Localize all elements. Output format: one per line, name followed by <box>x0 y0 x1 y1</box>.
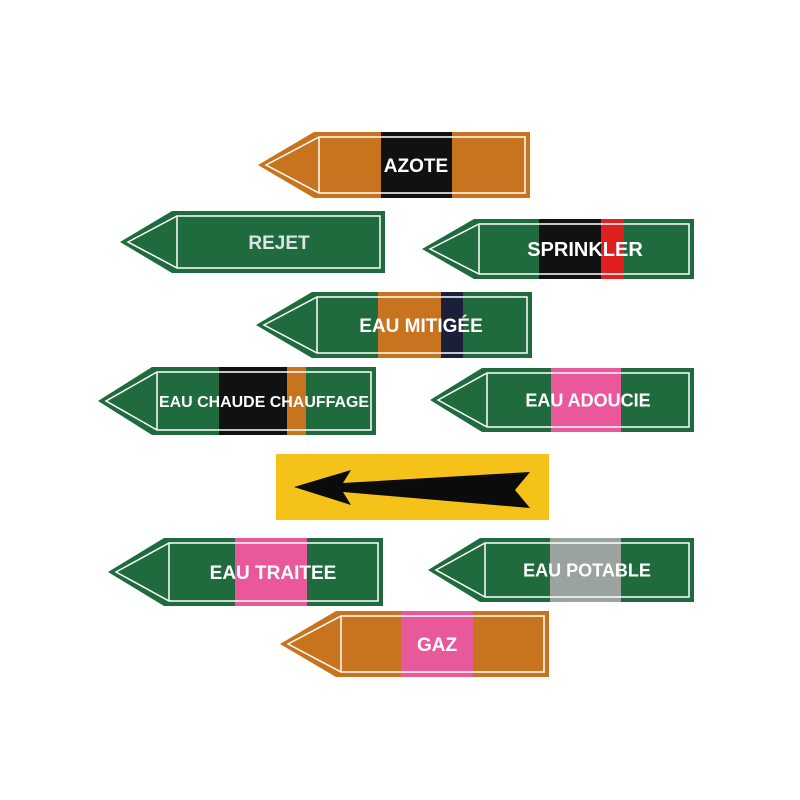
marker-azote: AZOTE <box>258 132 530 198</box>
marker-label: EAU ADOUCIE <box>525 390 650 410</box>
marker-rejet: REJET <box>120 211 385 273</box>
markers-layer: AZOTE REJET SPRINKLER EAU MITIGÉE EAU CHAUDE… <box>98 132 694 677</box>
color-band <box>287 367 306 435</box>
color-band <box>601 219 624 279</box>
marker-label: EAU MITIGÉE <box>359 315 483 337</box>
marker-border <box>286 615 545 673</box>
marker-label: EAU POTABLE <box>523 560 651 580</box>
marker-border <box>436 372 690 428</box>
marker-sprinkler: SPRINKLER <box>422 219 694 279</box>
marker-arrow <box>276 454 549 520</box>
marker-body <box>120 211 385 273</box>
marker-gaz: GAZ <box>280 611 549 677</box>
marker-eau-traitee: EAU TRAITEE <box>108 538 383 606</box>
color-band <box>550 538 621 602</box>
marker-label: REJET <box>248 233 310 254</box>
marker-border <box>262 296 528 354</box>
color-band <box>441 292 463 358</box>
color-band <box>551 368 621 432</box>
marker-label: EAU TRAITEE <box>210 563 337 584</box>
marker-border <box>126 215 381 269</box>
marker-border <box>264 136 526 194</box>
marker-border <box>114 542 379 602</box>
marker-label: EAU CHAUDE CHAUFFAGE <box>159 394 369 411</box>
color-band <box>219 367 287 435</box>
marker-border <box>104 371 372 431</box>
marker-label: AZOTE <box>384 156 448 177</box>
color-band <box>401 611 473 677</box>
color-band <box>378 292 441 358</box>
marker-label: SPRINKLER <box>527 239 643 261</box>
color-band <box>539 219 601 279</box>
marker-border <box>428 223 690 275</box>
direction-arrow-icon <box>294 470 530 508</box>
marker-eau-potable: EAU POTABLE <box>428 538 694 602</box>
marker-eau-mitigee: EAU MITIGÉE <box>256 292 532 358</box>
marker-border <box>434 542 690 598</box>
marker-eau-chaude-chauffage: EAU CHAUDE CHAUFFAGE <box>98 367 376 435</box>
color-band <box>381 132 452 198</box>
color-band <box>235 538 307 606</box>
marker-eau-adoucie: EAU ADOUCIE <box>430 368 694 432</box>
marker-label: GAZ <box>417 635 458 656</box>
